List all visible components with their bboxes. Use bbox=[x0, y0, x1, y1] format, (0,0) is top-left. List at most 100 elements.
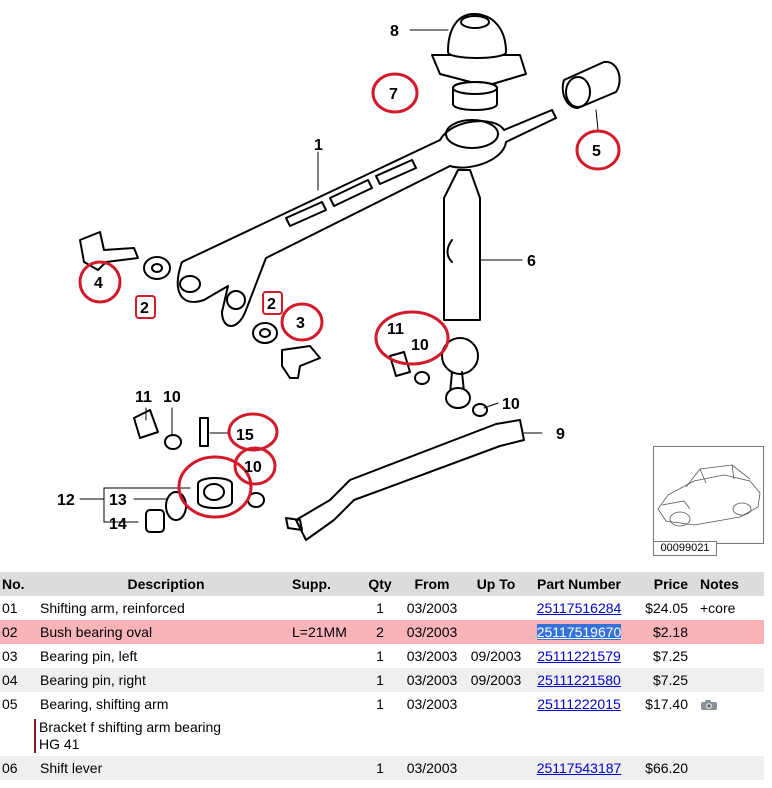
callout-circle-13 bbox=[177, 455, 253, 519]
callout-circle-5 bbox=[575, 129, 621, 171]
cell-qty: 1 bbox=[376, 696, 384, 712]
cell-no: 03 bbox=[2, 648, 18, 664]
part-number-link-selected[interactable]: 25117519670 bbox=[536, 624, 622, 640]
callout-circle-15 bbox=[227, 412, 279, 452]
callout-label: 10 bbox=[502, 396, 520, 413]
part-15-pin bbox=[199, 417, 209, 447]
cell-description: Bearing pin, left bbox=[40, 648, 138, 664]
callout-label: 6 bbox=[527, 253, 536, 270]
cell-up-to bbox=[464, 596, 528, 620]
cell-description: Shift lever bbox=[34, 756, 292, 780]
table-header-row: No. Description Supp. Qty From Up To Par… bbox=[0, 572, 764, 596]
cell-from: 03/2003 bbox=[406, 648, 458, 664]
cell-description: Bearing pin, right bbox=[34, 668, 292, 692]
subnote-line-2: HG 41 bbox=[39, 736, 80, 752]
cell-price: $24.05 bbox=[645, 600, 688, 616]
cell-notes bbox=[694, 756, 764, 780]
part-2-bush-right bbox=[252, 322, 278, 344]
table-row-subnote: Bracket f shifting arm bearing HG 41 bbox=[0, 716, 764, 756]
cell-supp bbox=[292, 644, 360, 668]
vehicle-thumbnail[interactable] bbox=[653, 446, 764, 544]
cell-from: 03/2003 bbox=[406, 600, 458, 616]
cell-up-to bbox=[464, 692, 528, 716]
cell-qty: 1 bbox=[360, 668, 400, 692]
cell-no: 04 bbox=[0, 668, 34, 692]
callout-circle-4 bbox=[78, 260, 122, 304]
cell-up-to bbox=[464, 756, 528, 780]
callout-label: 8 bbox=[390, 23, 399, 40]
cell-supp: L=21MM bbox=[292, 620, 360, 644]
cell-up-to bbox=[464, 620, 528, 644]
cell-description: Bush bearing oval bbox=[34, 620, 292, 644]
thumbnail-code: 00099021 bbox=[653, 541, 717, 556]
callout-label: 1 bbox=[314, 137, 323, 154]
cell-supp bbox=[292, 692, 360, 716]
header-part-number[interactable]: Part Number bbox=[528, 572, 630, 596]
table-row[interactable]: 01 Shifting arm, reinforced 1 03/2003 25… bbox=[0, 596, 764, 620]
cell-price: $7.25 bbox=[652, 648, 688, 664]
part-number-link[interactable]: 25111221580 bbox=[537, 672, 621, 688]
table-row[interactable]: 05 Bearing, shifting arm 1 03/2003 25111… bbox=[0, 692, 764, 716]
subnote-line-1: Bracket f shifting arm bearing bbox=[39, 719, 222, 735]
callout-label: 5 bbox=[592, 143, 601, 160]
cell-supp bbox=[292, 596, 360, 620]
header-supp[interactable]: Supp. bbox=[292, 572, 360, 596]
header-up-to[interactable]: Up To bbox=[464, 572, 528, 596]
callout-box-2-right bbox=[262, 291, 283, 315]
header-from[interactable]: From bbox=[400, 572, 464, 596]
callout-box-2-left bbox=[135, 295, 156, 319]
part-number-link[interactable]: 25117543187 bbox=[536, 760, 622, 776]
cell-description: Bearing, shifting arm bbox=[40, 696, 169, 712]
cell-from: 03/2003 bbox=[400, 756, 464, 780]
cell-price: $17.40 bbox=[645, 696, 688, 712]
cell-price: $7.25 bbox=[630, 668, 694, 692]
cell-notes bbox=[694, 644, 764, 668]
part-2-bush-left bbox=[143, 256, 171, 280]
cell-notes bbox=[694, 692, 764, 716]
parts-table: No. Description Supp. Qty From Up To Par… bbox=[0, 572, 764, 780]
cell-no: 05 bbox=[2, 696, 18, 712]
cell-qty: 1 bbox=[376, 600, 384, 616]
cell-no: 02 bbox=[0, 620, 34, 644]
callout-label: 13 bbox=[109, 492, 127, 509]
header-notes[interactable]: Notes bbox=[694, 572, 764, 596]
part-number-link[interactable]: 25111222015 bbox=[537, 696, 621, 712]
cell-no: 01 bbox=[2, 600, 18, 616]
part-6-shift-lever bbox=[443, 169, 481, 321]
cell-notes: +core bbox=[700, 600, 736, 616]
callout-label: 9 bbox=[556, 426, 565, 443]
header-qty[interactable]: Qty bbox=[360, 572, 400, 596]
cell-notes bbox=[694, 620, 764, 644]
table-row-highlighted[interactable]: 02 Bush bearing oval L=21MM 2 03/2003 25… bbox=[0, 620, 764, 644]
part-number-link[interactable]: 25111221579 bbox=[537, 648, 621, 664]
cell-qty: 1 bbox=[376, 648, 384, 664]
cell-qty: 1 bbox=[360, 756, 400, 780]
table-row[interactable]: 06 Shift lever 1 03/2003 25117543187 $66… bbox=[0, 756, 764, 780]
camera-icon[interactable] bbox=[700, 699, 718, 711]
part-number-link[interactable]: 25117516284 bbox=[536, 600, 622, 616]
header-price[interactable]: Price bbox=[630, 572, 694, 596]
table-row[interactable]: 04 Bearing pin, right 1 03/2003 09/2003 … bbox=[0, 668, 764, 692]
callout-label: 11 bbox=[135, 389, 152, 406]
table-row[interactable]: 03 Bearing pin, left 1 03/2003 09/2003 2… bbox=[0, 644, 764, 668]
part-3-pin bbox=[281, 345, 321, 379]
header-no[interactable]: No. bbox=[0, 572, 34, 596]
header-description[interactable]: Description bbox=[34, 572, 292, 596]
cell-up-to: 09/2003 bbox=[470, 648, 522, 664]
callout-label: 4 bbox=[94, 275, 103, 292]
callout-circle-3 bbox=[280, 302, 324, 342]
callout-label: 2 bbox=[140, 300, 149, 317]
cell-from: 03/2003 bbox=[400, 620, 464, 644]
callout-label: 7 bbox=[389, 86, 398, 103]
part-8-boot bbox=[431, 54, 527, 87]
part-7-bush bbox=[452, 81, 498, 111]
cell-from: 03/2003 bbox=[400, 668, 464, 692]
car-icon bbox=[657, 464, 761, 527]
bracket-subnote: Bracket f shifting arm bearing HG 41 bbox=[34, 719, 764, 753]
callout-label: 11 bbox=[387, 321, 404, 338]
cell-supp bbox=[292, 668, 360, 692]
callout-label: 10 bbox=[244, 459, 262, 476]
cell-no: 06 bbox=[0, 756, 34, 780]
callout-label: 10 bbox=[411, 337, 429, 354]
callout-circle-11-10 bbox=[374, 310, 450, 366]
